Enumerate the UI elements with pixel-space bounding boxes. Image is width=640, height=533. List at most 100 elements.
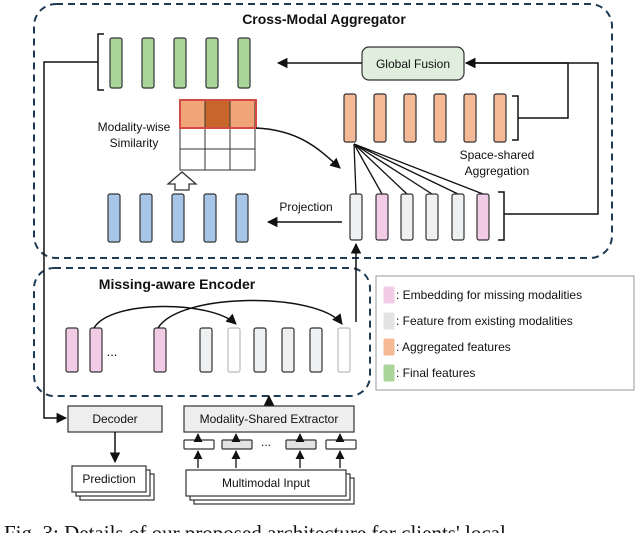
input-token: [285, 439, 317, 450]
space-shared-label-line2: Aggregation: [465, 164, 530, 178]
aggregated-feature-cell: [493, 93, 507, 143]
final-feature-cell: [141, 37, 155, 89]
input-token: [325, 439, 357, 450]
final-feature-cell: [205, 37, 219, 89]
final-feature-cell: [237, 37, 251, 89]
global-fusion-label: Global Fusion: [376, 57, 450, 71]
encoder-cell: [337, 327, 351, 373]
figure-caption: Fig. 3: Details of our proposed architec…: [4, 521, 506, 533]
legend-label: : Feature from existing modalities: [396, 314, 573, 328]
extractor-label: Modality-Shared Extractor: [200, 412, 339, 426]
encoder-cell: [199, 327, 213, 373]
input-token: [221, 439, 253, 450]
input-token: [183, 439, 215, 450]
multimodal-input-box: [185, 469, 347, 497]
features-to-fusion-arrow: [464, 57, 599, 215]
encoder-arrow-1: [93, 305, 237, 329]
feature-cell: [451, 193, 465, 241]
input-ellipsis: ...: [261, 435, 271, 449]
decoder-label: Decoder: [92, 412, 137, 426]
projected-feature-cell: [235, 193, 249, 243]
aggregated-feature-cell: [373, 93, 387, 143]
encoder-title: Missing-aware Encoder: [99, 276, 256, 292]
similarity-matrix: [179, 99, 256, 171]
projection-label: Projection: [279, 200, 332, 214]
fan-line: [353, 143, 484, 195]
aggregated-features-row: [343, 93, 507, 143]
legend-swatch: [383, 338, 395, 356]
feature-row: [349, 193, 490, 241]
similarity-cell: [204, 148, 231, 171]
encoder-cell: [281, 327, 295, 373]
aggregated-feature-cell: [463, 93, 477, 143]
encoder-cell: [227, 327, 241, 373]
fan-line: [353, 143, 357, 195]
projected-features-row: [107, 193, 249, 243]
fan-line: [353, 143, 383, 195]
aggregation-fan-lines: [353, 143, 484, 195]
projected-feature-cell: [171, 193, 185, 243]
legend-label: : Final features: [396, 366, 475, 380]
similarity-cell: [179, 99, 206, 129]
encoder-cell: [309, 327, 323, 373]
extractor-box: [183, 405, 355, 433]
feature-cell: [400, 193, 414, 241]
aggregator-frame: [33, 3, 613, 259]
similarity-cell: [179, 127, 206, 150]
prediction-box: [71, 465, 147, 493]
final-feature-cell: [109, 37, 123, 89]
final-features-row: [109, 37, 251, 89]
encoder-cell: [253, 327, 267, 373]
projected-feature-cell: [139, 193, 153, 243]
encoder-frame: [33, 267, 371, 397]
similarity-highlight: [179, 99, 257, 129]
aggregator-title: Cross-Modal Aggregator: [242, 11, 406, 27]
aggregated-bracket: [512, 95, 519, 141]
legend-swatch: [383, 364, 395, 382]
similarity-cell: [229, 127, 256, 150]
legend-swatch: [383, 312, 395, 330]
projected-feature-cell: [203, 193, 217, 243]
aggregated-feature-cell: [403, 93, 417, 143]
feature-cell: [349, 193, 363, 241]
fan-line: [353, 143, 433, 195]
aggregated-feature-cell: [433, 93, 447, 143]
encoder-ellipsis: ...: [107, 344, 118, 359]
legend-box: [375, 275, 635, 391]
final-bracket: [97, 33, 104, 91]
similarity-cell: [229, 148, 256, 171]
projected-feature-cell: [107, 193, 121, 243]
encoder-cell: [65, 327, 79, 373]
highlight-to-aggregated-arrow: [255, 127, 341, 169]
legend-swatch: [383, 286, 395, 304]
hollow-up-arrow: [166, 171, 198, 191]
multimodal-input-label: Multimodal Input: [222, 476, 311, 490]
legend-label: : Embedding for missing modalities: [396, 288, 582, 302]
similarity-cell: [229, 99, 256, 129]
final-feature-cell: [173, 37, 187, 89]
fan-line: [353, 143, 459, 195]
prediction-label: Prediction: [82, 472, 135, 486]
feature-cell: [425, 193, 439, 241]
encoder-cell: [153, 327, 167, 373]
fan-line: [353, 143, 408, 195]
legend: : Embedding for missing modalities : Feat…: [383, 286, 582, 382]
feature-cell: [476, 193, 490, 241]
input-tokens: [183, 433, 357, 468]
similarity-label-line1: Modality-wise: [98, 120, 171, 134]
aggregated-feature-cell: [343, 93, 357, 143]
final-to-decoder-arrow: [43, 61, 98, 424]
aggregated-to-fusion-arrow: [464, 57, 569, 119]
feature-bracket: [498, 191, 505, 241]
similarity-cell: [179, 148, 206, 171]
encoder-arrow-2: [157, 299, 343, 329]
space-shared-label-line1: Space-shared: [460, 148, 535, 162]
encoder-feature-row: [65, 327, 351, 373]
encoder-cell: [89, 327, 103, 373]
similarity-cell: [204, 99, 231, 129]
legend-label: : Aggregated features: [396, 340, 511, 354]
feature-cell: [375, 193, 389, 241]
similarity-label-line2: Similarity: [110, 136, 159, 150]
similarity-cell: [204, 127, 231, 150]
